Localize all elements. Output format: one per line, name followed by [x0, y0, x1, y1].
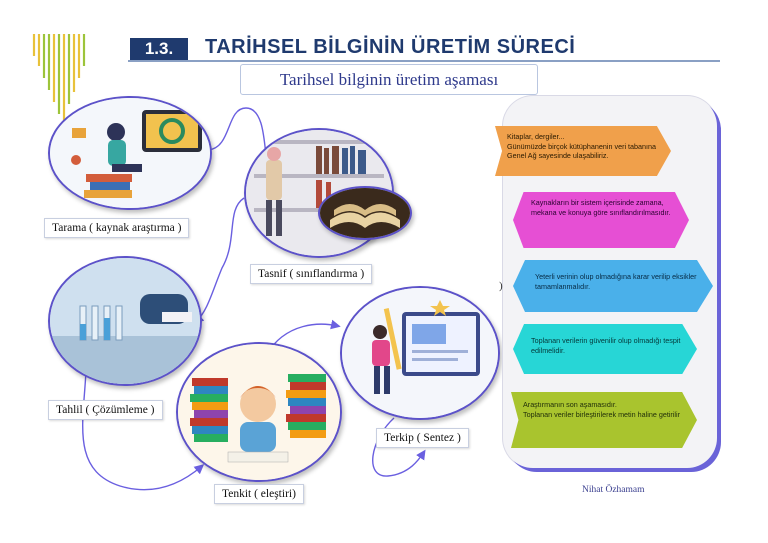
header-divider	[128, 60, 720, 62]
stage-tenkit-image	[176, 342, 342, 482]
panel-mark: )	[499, 280, 503, 292]
stage-tarama-image	[48, 96, 212, 210]
open-books-image	[318, 186, 412, 240]
student-books-illustration	[178, 344, 340, 480]
chapter-number: 1.3.	[130, 38, 188, 60]
stage-label-tahlil: Tahlil ( Çözümleme )	[48, 400, 163, 420]
page-title: TARİHSEL BİLGİNİN ÜRETİM SÜRECİ	[205, 36, 576, 58]
researcher-illustration	[50, 98, 210, 208]
laboratory-illustration	[50, 258, 200, 384]
stage-terkip-image	[340, 286, 500, 420]
steps-panel: Kitaplar, dergiler... Günümüzde birçok k…	[495, 96, 717, 468]
step-terkip-description: Araştırmanın son aşamasıdır. Toplanan ve…	[511, 392, 697, 448]
subtitle: Tarihsel bilginin üretim aşaması	[240, 64, 538, 95]
stage-label-tenkit: Tenkit ( eleştiri)	[214, 484, 304, 504]
step-tenkit-description: Toplanan verilerin güvenilir olup olmadı…	[513, 324, 697, 374]
author-name: Nihat Özhamam	[582, 485, 645, 495]
step-tahlil-description: Yeterli verinin olup olmadığına karar ve…	[513, 260, 713, 312]
stage-label-terkip: Terkip ( Sentez )	[376, 428, 469, 448]
stage-tahlil-image	[48, 256, 202, 386]
stage-label-tarama: Tarama ( kaynak araştırma )	[44, 218, 190, 238]
step-tarama-description: Kitaplar, dergiler... Günümüzde birçok k…	[495, 126, 671, 176]
step-tasnif-description: Kaynakların bir sistem içerisinde zamana…	[513, 192, 689, 248]
decorative-stripes	[32, 34, 86, 122]
stage-label-tasnif: Tasnif ( sınıflandırma )	[250, 264, 373, 284]
writing-illustration	[342, 288, 498, 418]
